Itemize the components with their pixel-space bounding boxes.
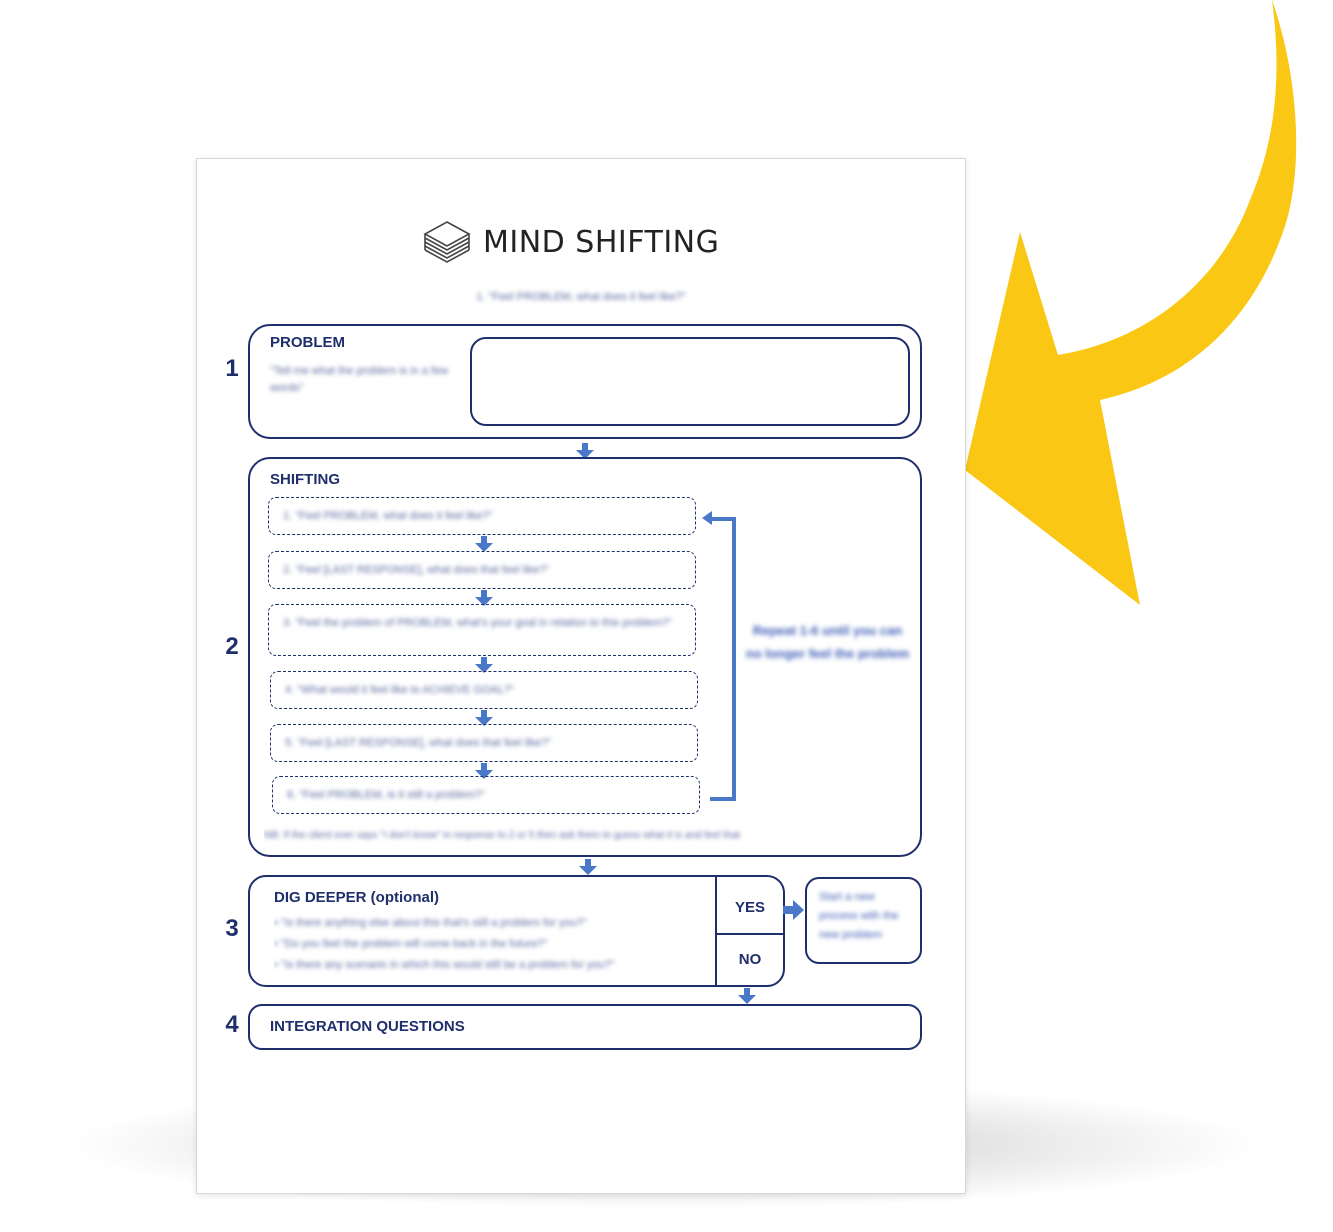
section-4-number: 4 — [225, 1011, 239, 1038]
shifting-heading: SHIFTING — [270, 471, 340, 488]
problem-prompt: "Tell me what the problem is in a few wo… — [270, 365, 449, 394]
shifting-step-5: 5. "Feel [LAST RESPONSE], what does that… — [270, 724, 698, 762]
left-arrow-icon — [702, 511, 712, 525]
section-3-number: 3 — [225, 915, 239, 942]
page-subtitle: 1. "Feel PROBLEM, what does it feel like… — [476, 291, 686, 303]
shifting-step-4: 4. "What would it feel like to ACHIEVE G… — [270, 671, 698, 709]
repeat-instruction: Repeat 1-6 until you can no longer feel … — [745, 623, 910, 661]
shifting-step-2: 2. "Feel [LAST RESPONSE], what does that… — [268, 551, 696, 589]
shifting-step-3: 3. "Feel the problem of PROBLEM, what's … — [268, 604, 696, 656]
down-arrow-icon — [576, 443, 594, 459]
shifting-step-1: 1. "Feel PROBLEM, what does it feel like… — [268, 497, 696, 535]
down-arrow-icon — [475, 536, 493, 552]
integration-heading: INTEGRATION QUESTIONS — [270, 1018, 465, 1035]
yellow-curved-arrow-icon — [965, 0, 1297, 605]
down-arrow-icon — [475, 657, 493, 673]
down-arrow-icon — [579, 859, 597, 875]
shifting-step-6: 6. "Feel PROBLEM, is it still a problem?… — [272, 776, 700, 814]
flowchart-document-page: MIND SHIFTING 1. "Feel PROBLEM, what doe… — [196, 158, 966, 1194]
repeat-bracket — [710, 517, 736, 801]
no-option[interactable]: NO — [738, 951, 762, 968]
brand-header: MIND SHIFTING — [421, 217, 719, 267]
down-arrow-icon — [475, 763, 493, 779]
new-process-box: Start a new process with the new problem — [805, 877, 922, 964]
yes-no-divider — [715, 877, 717, 985]
layered-diamond-logo-icon — [423, 221, 471, 263]
down-arrow-icon — [475, 590, 493, 606]
dig-deeper-section: DIG DEEPER (optional) • "Is there anythi… — [248, 875, 785, 987]
section-2-number: 2 — [225, 633, 239, 660]
integration-section: INTEGRATION QUESTIONS — [248, 1004, 922, 1050]
problem-heading: PROBLEM — [270, 334, 345, 351]
section-1-number: 1 — [225, 355, 239, 382]
right-arrow-icon — [783, 900, 804, 920]
yes-option[interactable]: YES — [734, 899, 765, 916]
shifting-footnote: NB: If the client ever says "I don't kno… — [264, 830, 740, 841]
down-arrow-icon — [475, 710, 493, 726]
shifting-section: SHIFTING 1. "Feel PROBLEM, what does it … — [248, 457, 922, 857]
brand-title: MIND SHIFTING — [483, 224, 720, 260]
problem-section: PROBLEM "Tell me what the problem is in … — [248, 324, 922, 439]
dig-deeper-questions: • "Is there anything else about this tha… — [274, 917, 615, 971]
dig-deeper-heading: DIG DEEPER (optional) — [274, 889, 439, 906]
problem-answer-box[interactable] — [470, 337, 910, 426]
yes-no-separator — [717, 933, 783, 935]
down-arrow-icon — [738, 988, 756, 1004]
